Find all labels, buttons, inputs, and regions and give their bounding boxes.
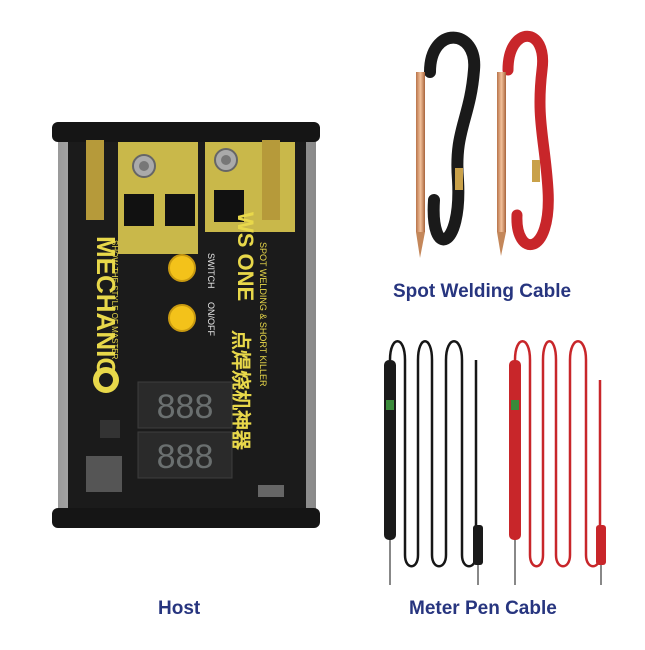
- copper-probe: [416, 72, 425, 232]
- display-top-digits: 888: [157, 388, 214, 426]
- cable-lug: [532, 160, 540, 182]
- display-bottom: [137, 431, 233, 479]
- switch-label: SWITCH: [206, 253, 216, 289]
- product-name-cn: 点焊烧机神器: [229, 330, 253, 451]
- meter-probe-handle: [384, 360, 396, 540]
- brand-logo-text: MECHANIC: [91, 236, 121, 376]
- host-device: SWITCH ON/OFF MECHANIC SHOW THE STYLE OF…: [52, 122, 320, 528]
- cable-lug: [455, 168, 463, 190]
- caption-meter-pen-cable: Meter Pen Cable: [409, 598, 557, 619]
- meter-pen-cable-black: [384, 340, 483, 585]
- product-name-en: SPOT WELDING & SHORT KILLER: [258, 242, 268, 387]
- chip: [100, 420, 120, 438]
- display-bottom-digits: 888: [157, 438, 214, 476]
- usb-port: [258, 485, 284, 497]
- onoff-label: ON/OFF: [206, 302, 216, 336]
- model-name: WS ONE: [233, 212, 258, 301]
- display-top: [137, 381, 233, 429]
- copper-probe: [497, 72, 506, 232]
- gold-post-left: [86, 140, 104, 220]
- banana-plug: [473, 525, 483, 565]
- onoff-button[interactable]: [168, 304, 196, 332]
- meter-pen-cable-red: [509, 340, 606, 585]
- chip: [165, 194, 195, 226]
- spot-welding-cable-red: [497, 30, 554, 256]
- device-bottom-cap: [52, 508, 320, 528]
- chip: [214, 190, 244, 222]
- banana-plug: [596, 525, 606, 565]
- caption-spot-welding-cable: Spot Welding Cable: [393, 281, 572, 302]
- chip: [124, 194, 154, 226]
- device-top-cap: [52, 122, 320, 142]
- brand-slogan: SHOW THE STYLE OF MASTER: [110, 240, 119, 360]
- chip: [86, 456, 122, 492]
- meter-probe-handle: [509, 360, 521, 540]
- switch-button[interactable]: [168, 254, 196, 282]
- gold-post-right: [262, 140, 280, 220]
- caption-host: Host: [158, 598, 201, 619]
- spot-welding-cable-black: [416, 31, 481, 258]
